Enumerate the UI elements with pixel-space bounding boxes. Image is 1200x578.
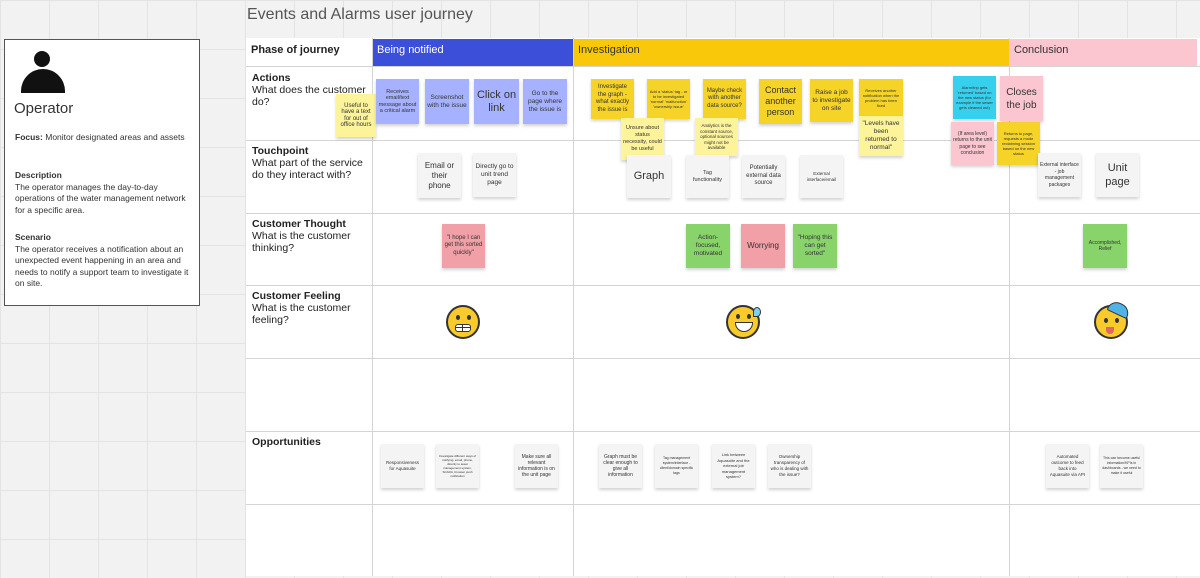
sticky-note[interactable]: Directly go to unit trend page bbox=[473, 153, 516, 197]
sticky-note[interactable]: Maybe check with another data source? bbox=[703, 79, 746, 119]
sticky-note[interactable]: Closes the job bbox=[1000, 76, 1043, 121]
sticky-note[interactable]: Graph must be clear enough to give all i… bbox=[599, 444, 642, 488]
sticky-note[interactable]: (If area level) returns to the unit page… bbox=[951, 122, 994, 165]
row-feeling-subtitle: What is the customer feeling? bbox=[252, 302, 351, 326]
sticky-note[interactable]: Make sure all relevant information is on… bbox=[515, 444, 558, 488]
sticky-note[interactable]: Responsiveness for Aquasuite bbox=[381, 444, 424, 488]
sticky-note[interactable]: Email or their phone bbox=[418, 153, 461, 198]
sticky-note[interactable]: "I hope I can get this sorted quickly" bbox=[442, 224, 485, 268]
sticky-note[interactable]: Useful to have a text for out of office … bbox=[336, 94, 376, 137]
row-divider bbox=[246, 431, 1200, 432]
sticky-note[interactable]: Analytics is the constant source, option… bbox=[695, 118, 738, 156]
sticky-note[interactable]: Tag management system/interface - client… bbox=[655, 444, 698, 488]
grimacing-face-icon bbox=[446, 305, 480, 339]
row-thought-subtitle: What is the customer thinking? bbox=[252, 230, 351, 254]
persona-scenario-text: The operator receives a notification abo… bbox=[15, 243, 189, 289]
sticky-note[interactable]: External interface/email bbox=[800, 155, 843, 198]
sticky-note[interactable]: Receives email/text message about a crit… bbox=[376, 79, 419, 124]
persona-scenario: Scenario The operator receives a notific… bbox=[15, 232, 195, 290]
phase-investigation[interactable]: Investigation bbox=[574, 39, 1009, 66]
sticky-note[interactable]: Go to the page where the issue is bbox=[523, 79, 567, 124]
phase-of-journey-label: Phase of journey bbox=[251, 44, 340, 56]
row-divider bbox=[246, 504, 1200, 505]
sticky-note[interactable]: This can become useful information/KPIs … bbox=[1100, 444, 1143, 488]
column-divider bbox=[1009, 38, 1010, 576]
sticky-note[interactable]: Screenshot with the issue bbox=[425, 79, 469, 124]
persona-description-label: Description bbox=[15, 170, 62, 180]
sticky-note[interactable]: External interface - job management pack… bbox=[1038, 153, 1081, 197]
sticky-note[interactable]: Tag functionality bbox=[686, 155, 729, 198]
sticky-note[interactable]: Unsure about status necessity, could be … bbox=[621, 118, 664, 160]
sticky-note[interactable]: Link between Aquasuite and the external … bbox=[712, 444, 755, 488]
sticky-note[interactable]: Ownership transparency of who is dealing… bbox=[768, 444, 811, 488]
persona-name: Operator bbox=[14, 100, 74, 117]
user-avatar-icon bbox=[34, 51, 50, 67]
phase-conclusion[interactable]: Conclusion bbox=[1010, 39, 1197, 66]
row-divider bbox=[246, 358, 1200, 359]
row-actions-label: Actions What does the customer do? bbox=[252, 72, 368, 108]
row-thought-label: Customer Thought What is the customer th… bbox=[252, 218, 368, 254]
row-thought-title: Customer Thought bbox=[252, 218, 346, 230]
persona-scenario-label: Scenario bbox=[15, 232, 51, 242]
sticky-note[interactable]: Returns to page, requests a mode reclaim… bbox=[997, 122, 1040, 165]
sticky-note[interactable]: Investigate the graph - what exactly the… bbox=[591, 79, 634, 119]
row-divider bbox=[246, 213, 1200, 214]
persona-focus-text: Monitor designated areas and assets bbox=[45, 132, 185, 142]
sticky-note[interactable]: Potentially external data source bbox=[742, 155, 785, 198]
partying-face-icon bbox=[1094, 298, 1132, 339]
row-actions-title: Actions bbox=[252, 72, 291, 84]
row-divider bbox=[246, 66, 1200, 67]
row-opportunities-label: Opportunities bbox=[252, 436, 368, 448]
sticky-note[interactable]: Raise a job to investigate on site bbox=[810, 79, 853, 122]
column-divider bbox=[573, 38, 574, 576]
sticky-note[interactable]: Graph bbox=[627, 155, 671, 198]
row-feeling-label: Customer Feeling What is the customer fe… bbox=[252, 290, 368, 326]
sticky-note[interactable]: Automated outcome to feed back into Aqua… bbox=[1046, 444, 1089, 488]
column-divider bbox=[372, 38, 373, 576]
sticky-note[interactable]: "Levels have been returned to normal" bbox=[859, 116, 903, 156]
row-divider bbox=[246, 285, 1200, 286]
sticky-note[interactable]: Worrying bbox=[741, 224, 785, 268]
sticky-note[interactable]: "Hoping this can get sorted" bbox=[793, 224, 837, 268]
sticky-note[interactable]: Click on link bbox=[474, 79, 519, 124]
sticky-note[interactable]: Accomplished, Relief bbox=[1083, 224, 1127, 268]
persona-description: Description The operator manages the day… bbox=[15, 170, 195, 216]
row-actions-subtitle: What does the customer do? bbox=[252, 84, 366, 108]
sticky-note[interactable]: Action-focused, motivated bbox=[686, 224, 730, 268]
row-opportunities-title: Opportunities bbox=[252, 436, 321, 448]
grinning-sweat-face-icon bbox=[726, 305, 761, 339]
phase-being-notified[interactable]: Being notified bbox=[373, 39, 573, 66]
sticky-note[interactable]: Contact another person bbox=[759, 79, 802, 124]
persona-focus: Focus: Monitor designated areas and asse… bbox=[15, 132, 195, 144]
persona-description-text: The operator manages the day-to-day oper… bbox=[15, 181, 186, 215]
sticky-note[interactable]: Receives another notification when the p… bbox=[859, 79, 903, 116]
sticky-note[interactable]: Investigate different ways of notifying:… bbox=[436, 444, 479, 488]
row-touchpoint-label: Touchpoint What part of the service do t… bbox=[252, 145, 368, 181]
sticky-note[interactable]: Unit page bbox=[1096, 153, 1139, 197]
row-touchpoint-subtitle: What part of the service do they interac… bbox=[252, 157, 363, 181]
sticky-note[interactable]: Alarm/trip gets 'returned' based on the … bbox=[953, 76, 996, 119]
sticky-note[interactable]: Add a 'status' tag - or to be investigat… bbox=[647, 79, 690, 119]
board-title: Events and Alarms user journey bbox=[247, 6, 473, 23]
persona-focus-label: Focus: bbox=[15, 132, 43, 142]
row-feeling-title: Customer Feeling bbox=[252, 290, 341, 302]
row-touchpoint-title: Touchpoint bbox=[252, 145, 309, 157]
